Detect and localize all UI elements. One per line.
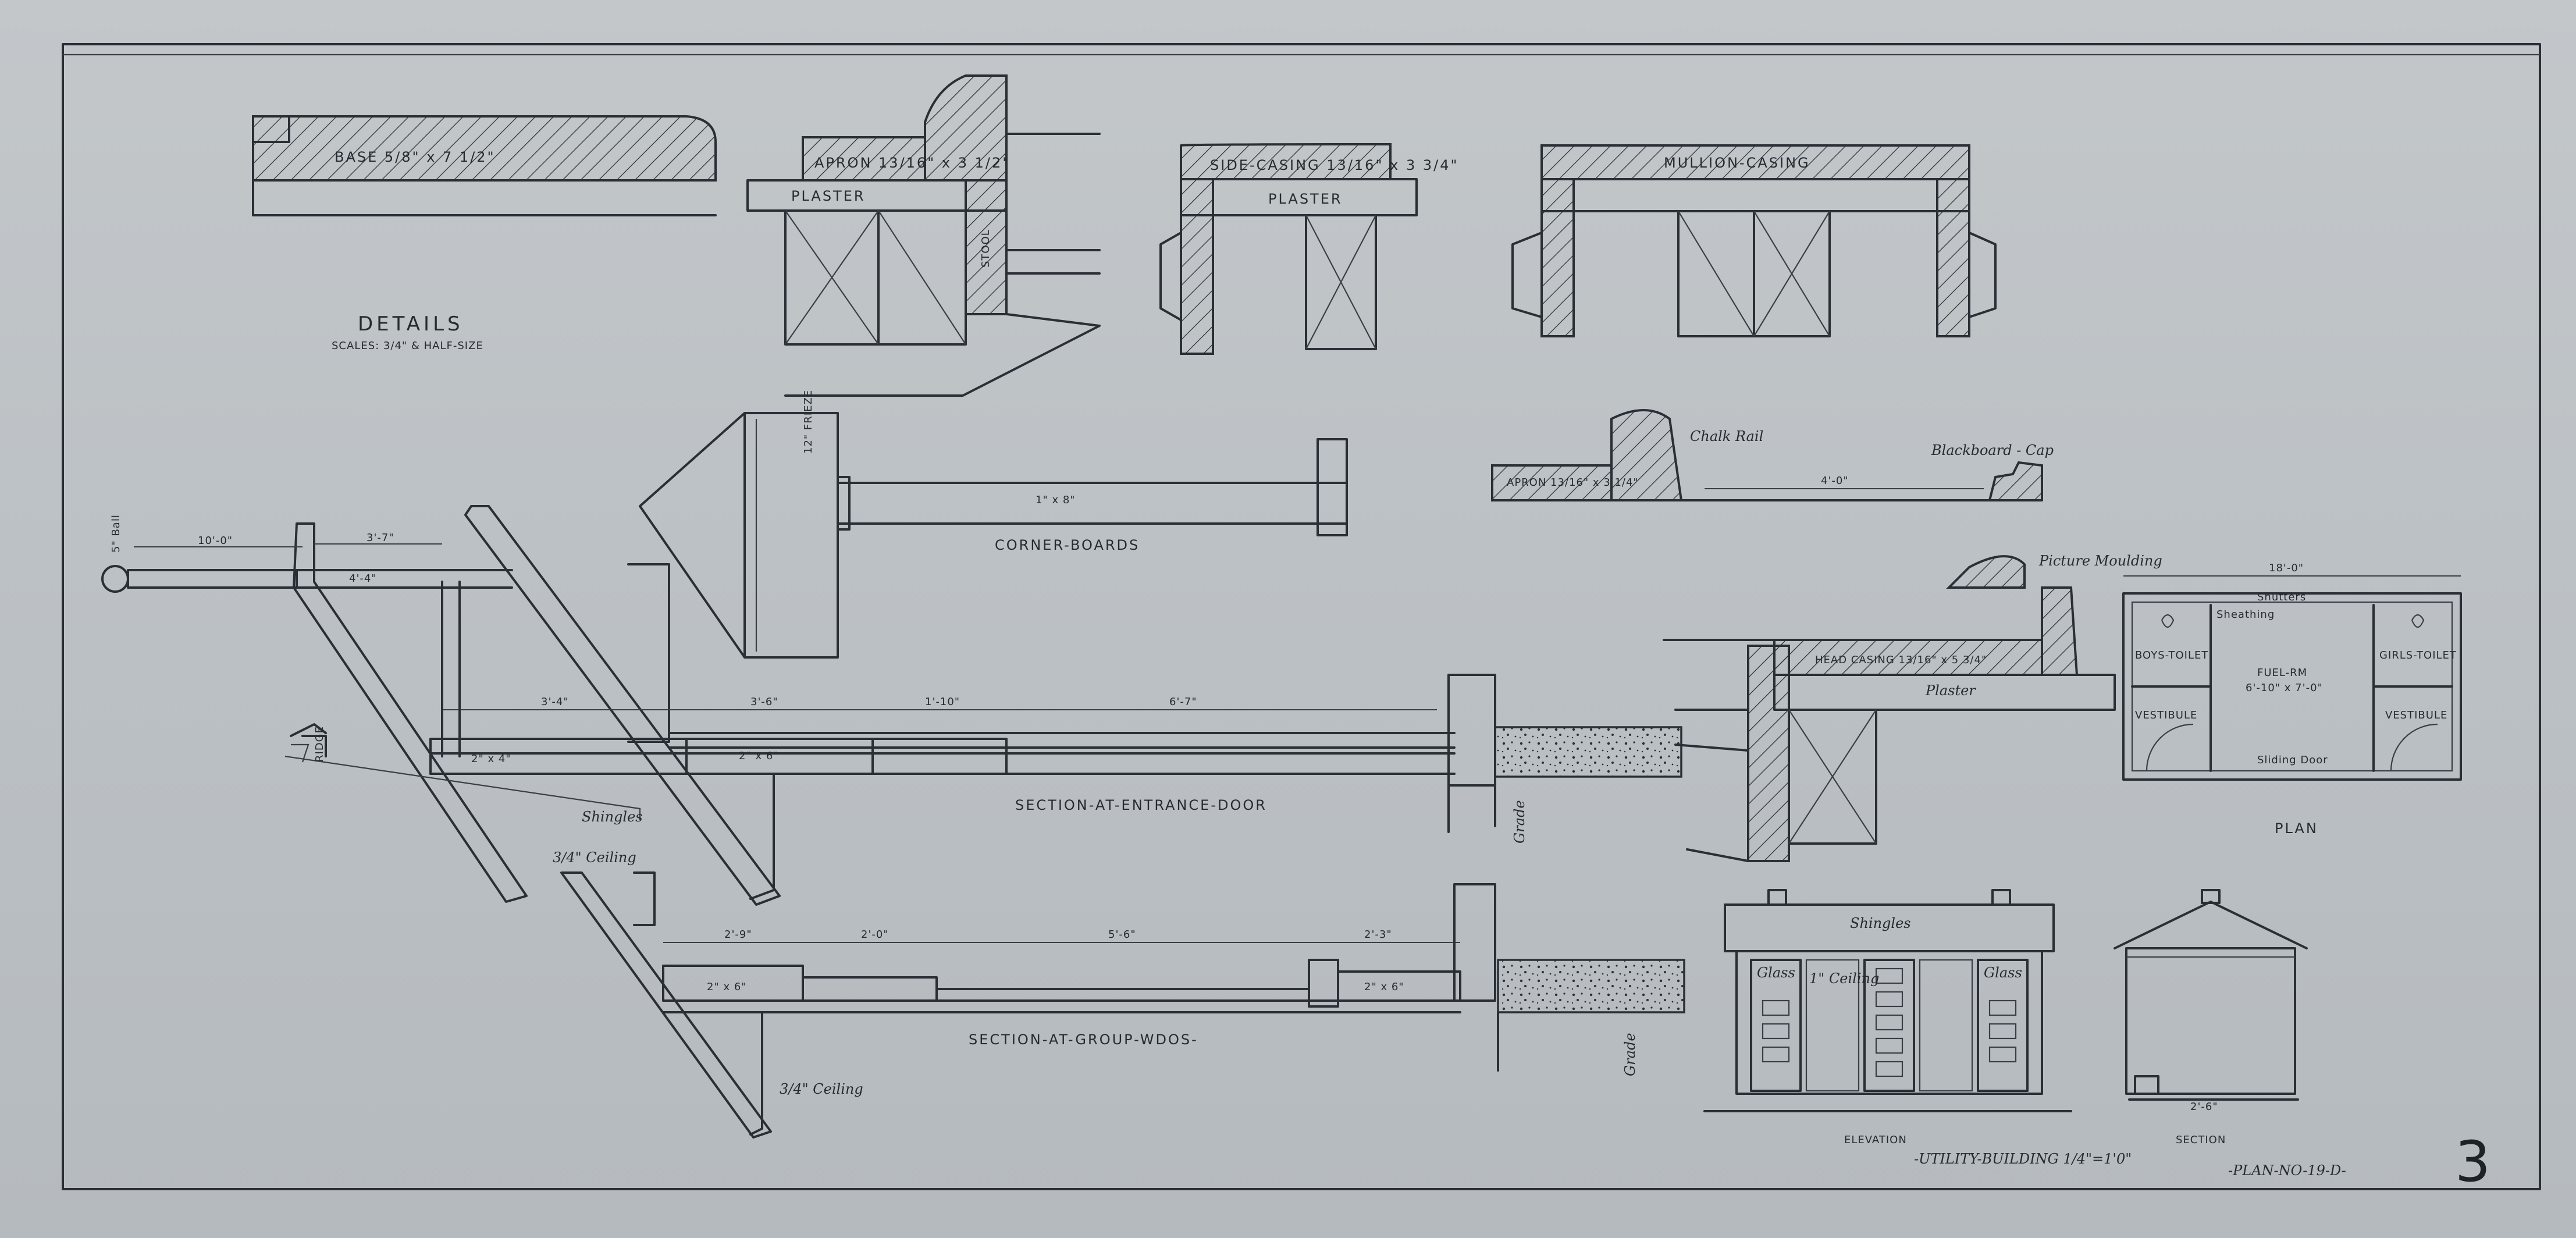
sheathing-label: Sheathing xyxy=(2216,609,2275,621)
ball-label: 5" Ball xyxy=(110,514,122,553)
shutters-label: Shutters xyxy=(2257,591,2306,603)
shingles-label-2: Shingles xyxy=(1850,915,1911,931)
dim-1-10: 1'-10" xyxy=(925,696,960,708)
ceiling-elev-label: 1" Ceiling xyxy=(1809,970,1879,987)
dim-3-6: 3'-6" xyxy=(750,696,778,708)
details-scales: SCALES: 3/4" & HALF-SIZE xyxy=(332,340,483,352)
base-label: BASE 5/8" x 7 1/2" xyxy=(335,149,496,165)
ridge-label: RIDGE xyxy=(314,726,326,762)
plan-width: 18'-0" xyxy=(2269,562,2304,574)
glass-label-2: Glass xyxy=(1984,965,2022,981)
section-group-label: SECTION-AT-GROUP-WDOS- xyxy=(969,1031,1198,1048)
dim-4-0: 4'-0" xyxy=(1821,475,1849,487)
utility-section: 2'-6" SECTION xyxy=(2114,889,2308,1146)
dim-4-4: 4'-4" xyxy=(349,572,377,585)
elevation-label: ELEVATION xyxy=(1844,1134,1907,1146)
grade-label-2: Grade xyxy=(1622,1033,1638,1076)
dim-3-7: 3'-7" xyxy=(367,532,394,544)
picture-moulding-label: Picture Moulding xyxy=(2038,553,2162,569)
grade-label-1: Grade xyxy=(1511,800,1528,844)
ceiling-label-1: 3/4" Ceiling xyxy=(553,849,636,866)
dim-2x6-3: 2" x 6" xyxy=(1364,981,1404,993)
side-casing-detail: SIDE-CASING 13/16" x 3 3/4" PLASTER xyxy=(1159,143,1459,355)
dim-2-9: 2'-9" xyxy=(724,928,752,941)
dim-2x4: 2" x 4" xyxy=(471,753,511,765)
side-casing-label: SIDE-CASING 13/16" x 3 3/4" xyxy=(1210,157,1459,173)
sheet-border xyxy=(62,43,2541,1190)
fuel-rm-label: FUEL-RM xyxy=(2257,667,2307,679)
apron-label: APRON 13/16" x 3 1/2" xyxy=(814,155,1011,171)
frieze-label: 12" FRIEZE xyxy=(802,390,814,454)
boys-toilet-label: BOYS-TOILET xyxy=(2135,649,2208,661)
dim-5-6: 5'-6" xyxy=(1108,928,1136,941)
dim-10-0: 10'-0" xyxy=(198,535,233,547)
section-label: SECTION xyxy=(2176,1134,2226,1146)
fuel-rm-size: 6'-10" x 7'-0" xyxy=(2246,682,2323,694)
vestibule-label-1: VESTIBULE xyxy=(2135,709,2197,721)
section-group-windows: 2'-9" 2'-0" 5'-6" 2'-3" 2" x 6" 2" x 6" … xyxy=(560,871,1685,1139)
dim-2x6-2: 2" x 6" xyxy=(707,981,747,993)
base-detail: BASE 5/8" x 7 1/2" xyxy=(252,115,717,216)
blackboard-cap-label: Blackboard - Cap xyxy=(1931,442,2054,458)
dim-6-7: 6'-7" xyxy=(1169,696,1197,708)
girls-toilet-label: GIRLS-TOILET xyxy=(2379,649,2457,661)
stool-label: STOOL xyxy=(980,229,992,268)
dim-3-4: 3'-4" xyxy=(541,696,569,708)
corner-boards-detail: 12" FRIEZE 1" x 8" CORNER-BOARDS xyxy=(639,390,1348,659)
ceiling-label-2: 3/4" Ceiling xyxy=(780,1081,863,1097)
apron-label-2: APRON 13/16" x 3 1/4" xyxy=(1507,476,1639,489)
plaster-label-3: Plaster xyxy=(1925,682,1976,699)
sliding-door-label: Sliding Door xyxy=(2257,754,2328,766)
apron-detail: APRON 13/16" x 3 1/2" PLASTER STOOL xyxy=(746,74,1101,397)
dim-2-6-elev: 2'-6" xyxy=(2190,1101,2218,1113)
glass-label-1: Glass xyxy=(1757,965,1795,981)
plan-label: PLAN xyxy=(2275,820,2318,837)
utility-plan: 18'-0" Shutters Sheathing BOYS-TOILET GI… xyxy=(2122,562,2462,837)
corner-boards-label: CORNER-BOARDS xyxy=(995,537,1140,553)
plaster-label-2: PLASTER xyxy=(1268,191,1343,207)
chalk-rail-label: Chalk Rail xyxy=(1690,428,1763,444)
mullion-casing-label: MULLION-CASING xyxy=(1664,155,1810,171)
vestibule-label-2: VESTIBULE xyxy=(2385,709,2447,721)
plan-number: -PLAN-NO-19-D- xyxy=(2228,1162,2346,1179)
plaster-label-1: PLASTER xyxy=(791,188,866,204)
dim-2-3: 2'-3" xyxy=(1364,928,1392,941)
head-casing-label: HEAD CASING 13/16" x 5 3/4" xyxy=(1815,654,1987,666)
sheet-number: 3 xyxy=(2455,1129,2490,1194)
section-entrance-label: SECTION-AT-ENTRANCE-DOOR xyxy=(1015,797,1267,813)
dim-2-0: 2'-0" xyxy=(861,928,889,941)
utility-title: -UTILITY-BUILDING 1/4"=1'0" xyxy=(1914,1151,2132,1167)
dim-2x6-1: 2" x 6" xyxy=(739,750,779,762)
section-entrance-door: 5" Ball 10'-0" 3'-7" 4'-4" 3'-4" 3'-6" 1… xyxy=(101,505,1682,906)
chalk-rail-detail: Chalk Rail Blackboard - Cap APRON 13/16"… xyxy=(1491,409,2054,501)
utility-elevation: Shingles Glass Glass 1" Ceiling ELEVATIO… xyxy=(1703,889,2072,1146)
details-title: DETAILS xyxy=(358,312,464,336)
head-casing-detail: Picture Moulding HEAD CASING 13/16" x 5 … xyxy=(1663,553,2162,862)
corner-boards-size: 1" x 8" xyxy=(1036,494,1076,506)
shingles-label-1: Shingles xyxy=(582,809,643,825)
mullion-casing-detail: MULLION-CASING xyxy=(1511,144,1997,337)
